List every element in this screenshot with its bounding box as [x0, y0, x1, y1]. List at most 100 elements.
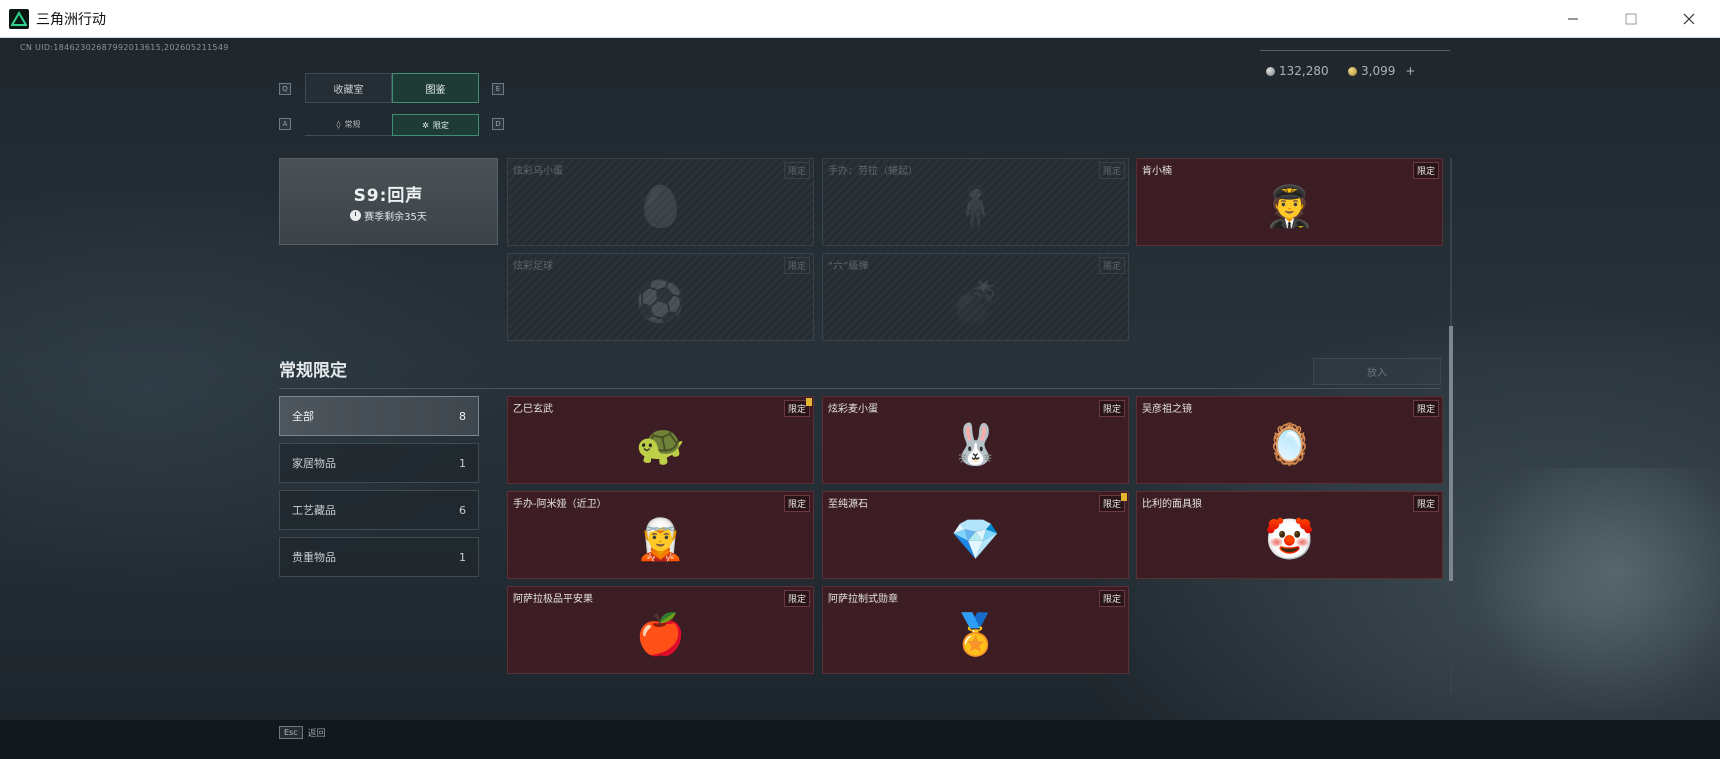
collectible-card[interactable]: 阿萨拉制式勋章 限定 🏅 — [822, 586, 1129, 674]
limited-tag: 限定 — [783, 495, 810, 512]
collectible-card[interactable]: “六”级弹 限定 💣 — [822, 253, 1129, 341]
card-name: 比利的面具狼 — [1142, 499, 1202, 510]
window-titlebar: 三角洲行动 — [0, 0, 1720, 38]
back-label: 返回 — [307, 729, 326, 739]
subtab-limited-label: 限定 — [432, 120, 449, 130]
close-icon[interactable] — [1660, 0, 1718, 38]
currency-gold[interactable]: 3,099 + — [1348, 64, 1415, 78]
app-logo-icon — [9, 8, 29, 29]
collectible-card[interactable]: 手办-阿米娅（近卫） 限定 🧝 — [507, 491, 814, 579]
category-all[interactable]: 全部 8 — [279, 396, 479, 436]
card-name: 阿萨拉极品平安果 — [513, 594, 593, 605]
limited-tag: 限定 — [1098, 400, 1125, 417]
category-label: 贵重物品 — [292, 551, 336, 564]
rabbit-egg-icon: 🐰 — [950, 422, 1001, 468]
category-count: 6 — [459, 503, 466, 517]
season-panel: S9:回声 赛季剩余35天 — [279, 158, 498, 245]
card-name: 手办：劳拉（蜷起） — [828, 166, 918, 177]
game-viewport: CN UID:18462302687992013615,202605211549… — [0, 38, 1720, 759]
figure-icon: 🧍 — [950, 184, 1001, 230]
scrollbar-thumb[interactable] — [1449, 326, 1453, 581]
section-divider — [279, 388, 1441, 389]
collectible-card[interactable]: 阿萨拉极品平安果 限定 🍎 — [507, 586, 814, 674]
drop-icon: ◊ — [336, 120, 341, 129]
limited-tag: 限定 — [1098, 495, 1125, 512]
egg-figure-icon: 🥚 — [635, 184, 686, 230]
bullet-icon: 💣 — [950, 279, 1001, 325]
collectible-card[interactable]: 炫彩乌小蛋 限定 🥚 — [507, 158, 814, 246]
silver-coin-icon — [1266, 66, 1275, 76]
bottom-bar — [0, 720, 1720, 759]
collectible-card[interactable]: 比利的面具狼 限定 🤡 — [1136, 491, 1443, 579]
category-label: 工艺藏品 — [292, 504, 336, 517]
season-title: S9:回声 — [353, 185, 424, 206]
card-name: 炫彩足球 — [513, 261, 553, 272]
season-remaining: 赛季剩余35天 — [350, 208, 427, 223]
gold-coin-icon — [1348, 66, 1357, 76]
limited-tag: 限定 — [783, 590, 810, 607]
card-name: 吴彦祖之镜 — [1142, 404, 1192, 415]
card-name: 手办-阿米娅（近卫） — [513, 499, 607, 510]
puppet-icon: 🤡 — [1264, 517, 1315, 563]
collectible-card[interactable]: 炫彩足球 限定 ⚽ — [507, 253, 814, 341]
subtab-limited[interactable]: ✲ 限定 — [392, 114, 479, 136]
card-name: 炫彩乌小蛋 — [513, 166, 563, 177]
currency-gold-value: 3,099 — [1361, 64, 1396, 78]
collectible-card[interactable]: 肯小楠 限定 🧑‍✈️ — [1136, 158, 1443, 246]
subtab-regular[interactable]: ◊ 常规 — [305, 114, 392, 136]
compact-mirror-icon: 🪞 — [1264, 422, 1315, 468]
collectible-card[interactable]: 吴彦祖之镜 限定 🪞 — [1136, 396, 1443, 484]
tab-codex[interactable]: 图鉴 — [392, 73, 479, 103]
card-name: 阿萨拉制式勋章 — [828, 594, 898, 605]
currency-silver: 132,280 — [1266, 64, 1329, 78]
category-label: 家居物品 — [292, 457, 336, 470]
amiya-figure-icon: 🧝 — [635, 517, 686, 563]
card-name: 肯小楠 — [1142, 166, 1172, 177]
limited-tag: 限定 — [1412, 495, 1439, 512]
football-icon: ⚽ — [635, 279, 686, 325]
currency-silver-value: 132,280 — [1279, 64, 1329, 78]
limited-tag: 限定 — [1098, 162, 1125, 179]
card-name: 炫彩麦小蛋 — [828, 404, 878, 415]
section-title: 常规限定 — [279, 361, 347, 381]
collectible-card[interactable]: 至纯源石 限定 💎 — [822, 491, 1129, 579]
category-home[interactable]: 家居物品 1 — [279, 443, 479, 483]
limited-icon: ✲ — [422, 120, 429, 130]
tab-collection-room[interactable]: 收藏室 — [305, 73, 392, 103]
limited-tag: 限定 — [783, 400, 810, 417]
currency-divider — [1260, 50, 1450, 51]
chibi-figure-icon: 🧑‍✈️ — [1264, 184, 1315, 230]
maximize-icon[interactable] — [1602, 0, 1660, 38]
card-name: 乙巳玄武 — [513, 404, 553, 415]
category-craft[interactable]: 工艺藏品 6 — [279, 490, 479, 530]
card-name: 至纯源石 — [828, 499, 868, 510]
back-button[interactable]: Esc 返回 — [279, 726, 326, 739]
new-alert-icon — [1121, 493, 1127, 501]
clock-icon — [350, 209, 362, 221]
card-name: “六”级弹 — [828, 261, 869, 272]
category-label: 全部 — [292, 410, 314, 423]
esc-key: Esc — [279, 726, 303, 739]
place-in-button[interactable]: 放入 — [1313, 358, 1441, 385]
subtab-regular-label: 常规 — [344, 120, 361, 129]
limited-tag: 限定 — [1412, 162, 1439, 179]
collectible-card[interactable]: 手办：劳拉（蜷起） 限定 🧍 — [822, 158, 1129, 246]
window-title: 三角洲行动 — [36, 11, 106, 28]
limited-tag: 限定 — [1098, 257, 1125, 274]
subtab-key-left: A — [279, 118, 291, 130]
medal-icon: 🏅 — [950, 612, 1001, 658]
category-count: 1 — [459, 456, 466, 470]
subtab-key-right: D — [492, 118, 504, 130]
apple-icon: 🍎 — [635, 612, 686, 658]
golden-turtle-icon: 🐢 — [635, 422, 686, 468]
tab-key-left: Q — [279, 83, 291, 95]
collectible-card[interactable]: 炫彩麦小蛋 限定 🐰 — [822, 396, 1129, 484]
background-storm — [1460, 468, 1720, 728]
currency-add-button[interactable]: + — [1405, 64, 1416, 78]
category-count: 8 — [459, 409, 466, 423]
collectible-card[interactable]: 乙巳玄武 限定 🐢 — [507, 396, 814, 484]
limited-tag: 限定 — [783, 162, 810, 179]
limited-tag: 限定 — [1098, 590, 1125, 607]
minimize-icon[interactable] — [1544, 0, 1602, 38]
category-valuable[interactable]: 贵重物品 1 — [279, 537, 479, 577]
